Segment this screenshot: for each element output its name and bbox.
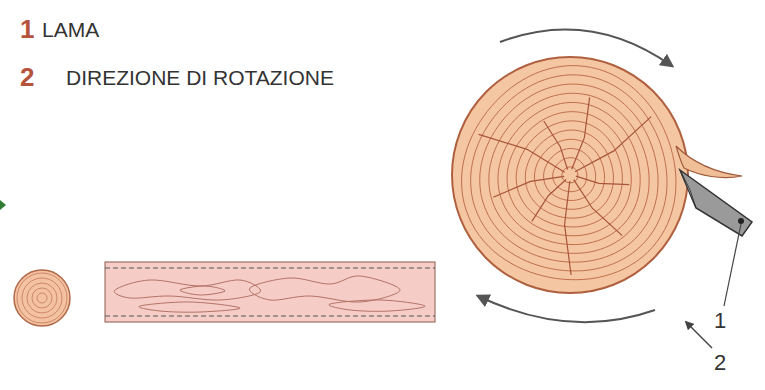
part-name: DIREZIONE DI ROTAZIONE [66,67,334,88]
wood-grain [114,280,260,300]
growth-ring [516,121,622,227]
callout-number: 1 [714,310,726,332]
radial-crack [574,180,622,236]
rotation-arrow [500,29,672,66]
growth-ring [498,102,640,244]
veneer-board [105,262,435,322]
callout-number: 2 [20,64,34,90]
rotation-arrow [478,296,655,322]
growth-ring [489,93,649,253]
radial-crack [565,181,572,275]
callout-number: 1 [20,16,34,42]
radial-crack [532,179,566,221]
growth-ring [22,278,62,318]
callout-number: 2 [714,352,726,374]
radial-crack [479,134,565,172]
growth-ring [32,288,52,308]
wood-grain [329,300,425,311]
log-section [452,57,688,293]
peeled-veneer [676,146,742,178]
radial-crack [576,176,629,184]
growth-ring [17,273,67,323]
wood-grain [180,286,225,295]
part-name: LAMA [42,19,99,40]
growth-ring [471,75,667,271]
growth-ring [534,139,604,209]
leader-line [724,224,741,306]
radial-crack [572,97,590,169]
growth-ring [480,84,658,262]
growth-ring [507,112,631,236]
radial-crack [575,117,651,172]
growth-ring [525,130,613,218]
small-log [14,270,70,326]
wood-grain [139,302,240,312]
edge-mark [0,200,6,210]
growth-ring [27,283,57,313]
growth-ring [37,293,47,303]
wood-grain [249,276,400,302]
blade [680,170,752,236]
radial-crack [493,176,564,197]
growth-ring [462,66,676,280]
leader-arrow [686,322,712,348]
radial-crack [544,121,568,169]
